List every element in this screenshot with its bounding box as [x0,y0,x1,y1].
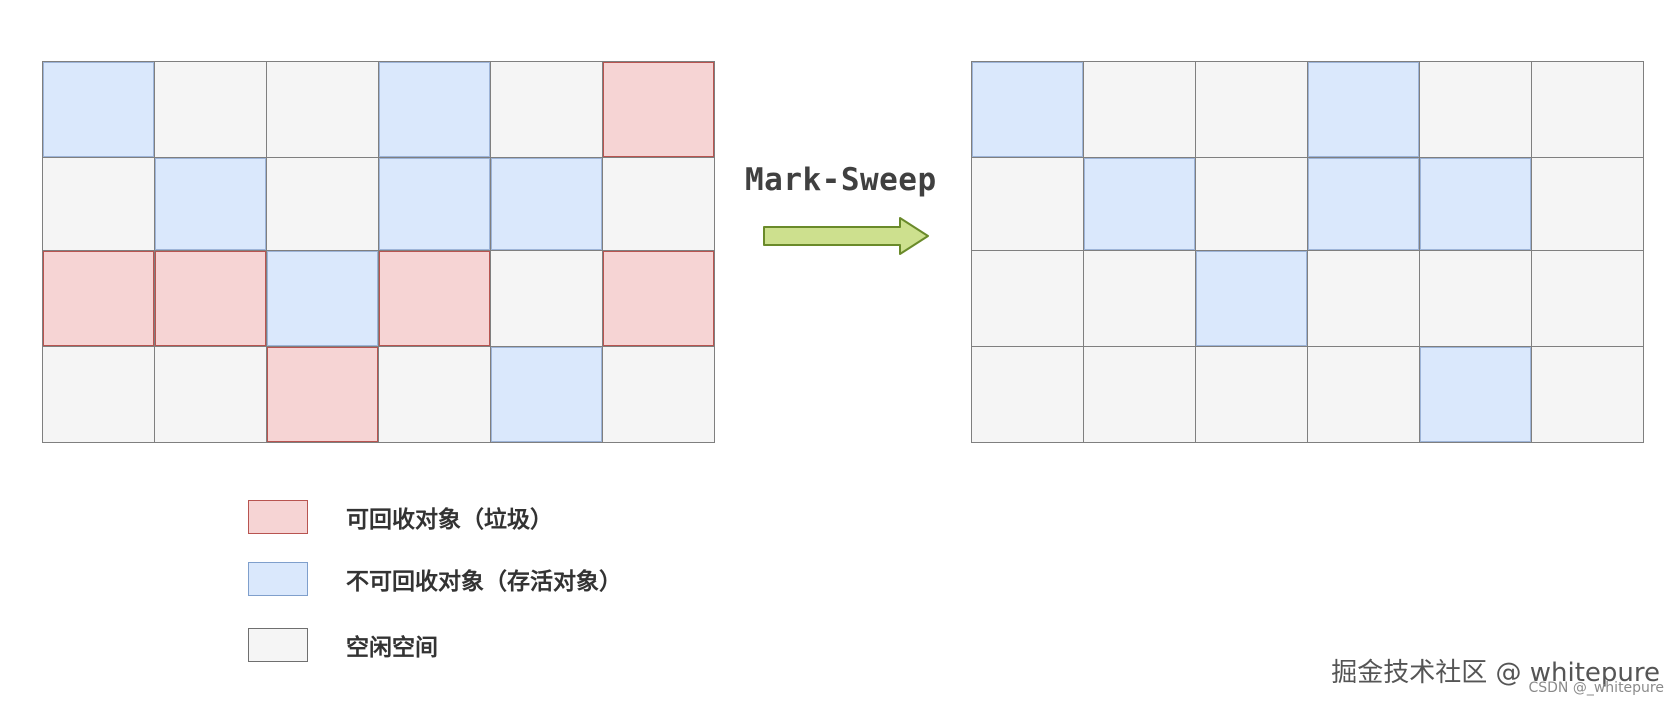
memory-cell-live [266,250,378,346]
memory-cell-free [1531,157,1643,250]
memory-cell-free [1419,61,1531,157]
memory-cell-live [1083,157,1195,250]
memory-cell-live [154,157,266,250]
memory-cell-live [42,61,154,157]
memory-cell-free [1531,250,1643,346]
memory-cell-free [1083,250,1195,346]
memory-cell-free [154,61,266,157]
watermark-csdn: CSDN @_whitepure [1528,680,1664,696]
memory-cell-free [266,157,378,250]
memory-cell-live [490,346,602,442]
memory-cell-free [1083,61,1195,157]
memory-cell-free [1195,346,1307,442]
memory-cell-live [1307,61,1419,157]
memory-cell-free [378,346,490,442]
memory-cell-free [1419,250,1531,346]
memory-cell-free [1531,61,1643,157]
right-arrow-icon [763,217,929,255]
memory-cell-free [1307,250,1419,346]
memory-cell-free [971,250,1083,346]
memory-cell-free [1195,157,1307,250]
memory-cell-free [1083,346,1195,442]
memory-cell-garbage [602,61,714,157]
memory-cell-free [1195,61,1307,157]
memory-cell-free [154,346,266,442]
memory-cell-live [378,157,490,250]
mark-sweep-label: Mark-Sweep [745,162,937,198]
memory-cell-live [971,61,1083,157]
memory-cell-live [378,61,490,157]
memory-cell-free [971,346,1083,442]
memory-cell-live [1419,157,1531,250]
legend-swatch-free [248,628,308,662]
legend-item-live: 不可回收对象（存活对象） [248,562,622,596]
legend-label-live: 不可回收对象（存活对象） [346,569,622,595]
memory-cell-free [602,157,714,250]
memory-cell-free [490,250,602,346]
memory-grid-after-sweep [971,61,1644,443]
memory-cell-free [1307,346,1419,442]
memory-cell-free [42,157,154,250]
memory-cell-free [1531,346,1643,442]
legend-label-free: 空闲空间 [346,635,438,661]
memory-cell-garbage [266,346,378,442]
memory-cell-live [490,157,602,250]
memory-cell-free [42,346,154,442]
memory-cell-garbage [154,250,266,346]
memory-cell-free [602,346,714,442]
memory-cell-live [1195,250,1307,346]
memory-cell-free [971,157,1083,250]
legend-item-free: 空闲空间 [248,628,438,662]
legend-swatch-garbage [248,500,308,534]
memory-cell-garbage [42,250,154,346]
memory-cell-live [1307,157,1419,250]
legend-swatch-live [248,562,308,596]
legend-label-garbage: 可回收对象（垃圾） [346,507,553,533]
memory-cell-garbage [602,250,714,346]
memory-cell-garbage [378,250,490,346]
memory-cell-live [1419,346,1531,442]
memory-cell-free [490,61,602,157]
watermark-juejin: 掘金技术社区 @ whitepure [1331,658,1660,688]
memory-cell-free [266,61,378,157]
legend-item-garbage: 可回收对象（垃圾） [248,500,553,534]
memory-grid-before-sweep [42,61,715,443]
